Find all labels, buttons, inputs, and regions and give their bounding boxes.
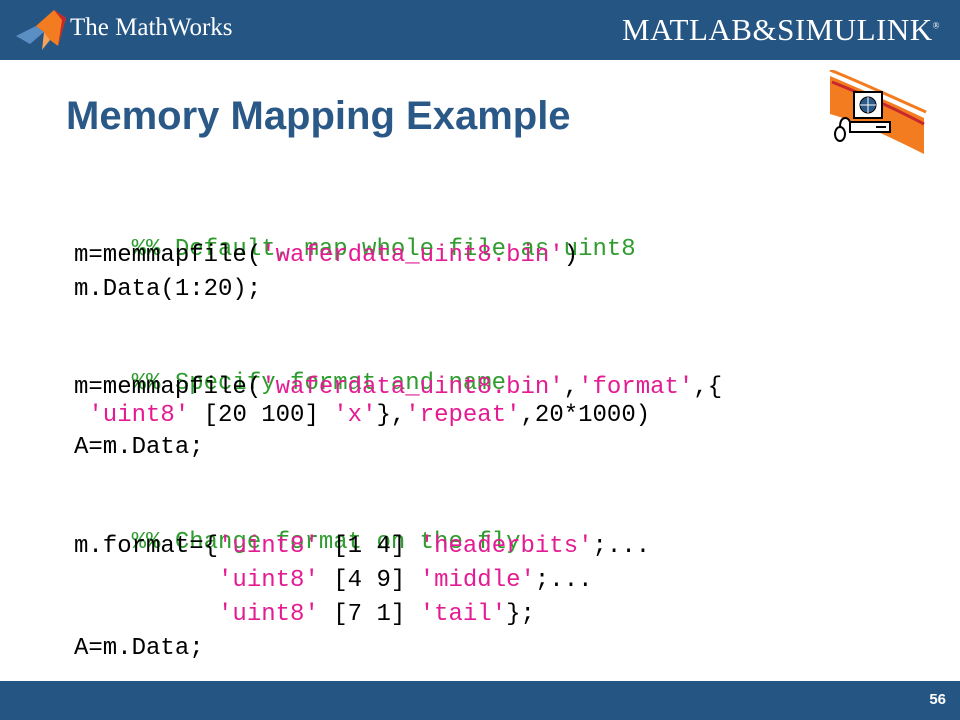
company-name: The MathWorks [70, 14, 233, 41]
code-comment: %% Default, map whole file as uint8 [131, 236, 636, 263]
slide-title: Memory Mapping Example [66, 94, 571, 138]
code-text: ) [563, 242, 579, 269]
code-string: 'format' [578, 374, 694, 401]
footer-bar: 56 [0, 681, 960, 720]
code-text: [20 100] [189, 402, 334, 429]
code-line: A=m.Data; [74, 634, 204, 664]
code-line: %% Change format on the fly [74, 498, 521, 556]
code-comment: %% Change format on the fly [131, 529, 521, 556]
code-string: 'x' [333, 402, 377, 429]
code-text: [7 1] [318, 601, 420, 628]
code-text: m.format={ [74, 533, 219, 560]
matlab-membrane-logo-icon [16, 10, 66, 50]
code-line: %% Specify format and name [74, 339, 506, 397]
code-line: %% Default, map whole file as uint8 [74, 205, 636, 263]
code-line: m.format={'uint8' [1 4] 'headerbits';... [74, 532, 650, 562]
code-text: [4 9] [318, 567, 420, 594]
code-text: [1 4] [318, 533, 420, 560]
code-line: 'uint8' [20 100] 'x'},'repeat',20*1000) [74, 404, 650, 428]
code-line: m.Data(1:20); [74, 275, 261, 305]
code-text: m=memmapfile( [74, 242, 262, 269]
code-string: 'middle' [419, 567, 535, 594]
code-string: 'tail' [419, 601, 507, 628]
code-comment: %% Specify format and name [131, 370, 507, 397]
code-text: ,20*1000) [520, 402, 651, 429]
code-text [74, 601, 218, 628]
product-logo-text: MATLAB&SIMULINK® [622, 12, 940, 48]
header-bar: The MathWorks MATLAB&SIMULINK® [0, 0, 960, 60]
code-text: ;... [534, 567, 593, 594]
code-text [74, 402, 88, 429]
code-text: }, [376, 402, 406, 429]
code-text: m.Data(1:20); [74, 276, 262, 303]
code-line: m=memmapfile('waferdata_uint8.bin') [74, 241, 578, 271]
code-string: 'headerbits' [419, 533, 593, 560]
code-text: ;... [592, 533, 651, 560]
code-text: A=m.Data; [74, 635, 204, 662]
code-line: A=m.Data; [74, 433, 204, 463]
code-string: 'waferdata_uint8.bin' [261, 242, 564, 269]
code-line: m=memmapfile('waferdata_uint8.bin','form… [74, 373, 722, 403]
code-text: }; [506, 601, 535, 628]
code-string: 'waferdata_uint8.bin' [261, 374, 564, 401]
registered-mark: ® [932, 20, 940, 31]
code-text: m=memmapfile( [74, 374, 262, 401]
code-block: %% Default, map whole file as uint8 m=me… [74, 205, 722, 662]
code-string: 'uint8' [88, 402, 190, 429]
computer-icon [829, 70, 927, 154]
code-line: 'uint8' [4 9] 'middle';... [74, 566, 593, 596]
code-line: 'uint8' [7 1] 'tail'}; [74, 600, 535, 630]
code-string: 'uint8' [218, 533, 319, 560]
code-text: A=m.Data; [74, 434, 204, 461]
page-number: 56 [929, 691, 946, 708]
code-text: , [563, 374, 579, 401]
code-text [74, 567, 218, 594]
code-text: ,{ [693, 374, 723, 401]
code-string: 'uint8' [218, 601, 319, 628]
product-name: MATLAB&SIMULINK [622, 12, 933, 47]
code-string: 'repeat' [405, 402, 521, 429]
code-string: 'uint8' [218, 567, 319, 594]
